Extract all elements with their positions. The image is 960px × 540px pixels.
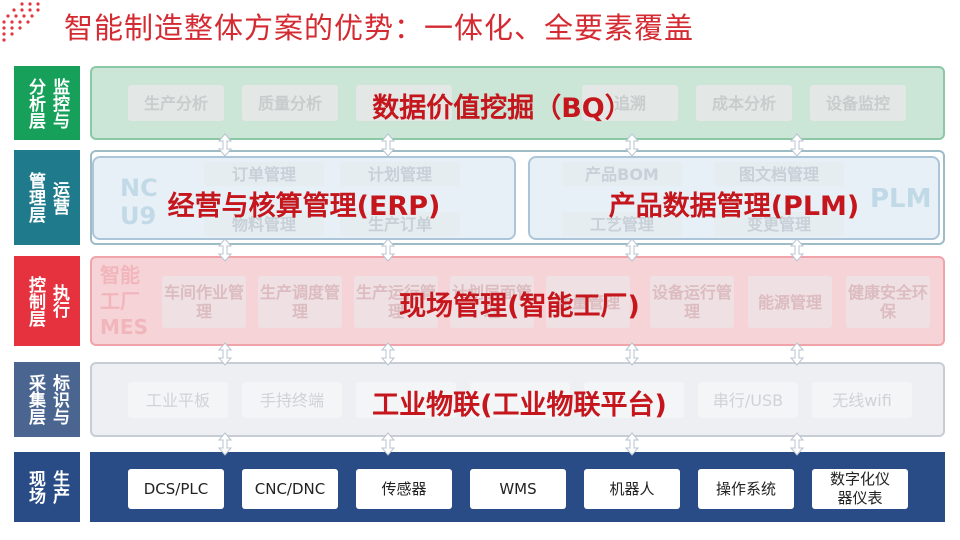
layer-label-field: 现场 生产 bbox=[14, 452, 80, 522]
erp-chip-3: 物料管理 bbox=[204, 212, 324, 236]
layer-label-management-col1: 管理层 bbox=[25, 172, 45, 223]
field-device-1: DCS/PLC bbox=[128, 469, 224, 509]
label-char: 执行 bbox=[49, 284, 69, 318]
page-title: 智能制造整体方案的优势：一体化、全要素覆盖 bbox=[64, 11, 695, 45]
erp-overlay-title: 经营与核算管理(ERP) bbox=[167, 191, 441, 222]
layer-label-control: 控制层 执行 bbox=[14, 256, 80, 346]
plm-chip-1: 产品BOM bbox=[562, 162, 682, 186]
erp-chip-2: 计划管理 bbox=[340, 162, 460, 186]
label-char: 现场 bbox=[25, 470, 45, 504]
control-chip-4: 计划层面管理 bbox=[450, 276, 534, 328]
plm-chip-2: 图文档管理 bbox=[714, 162, 844, 186]
collection-chip-1: 工业平板 bbox=[128, 382, 228, 418]
erp-box: NC U9 订单管理 计划管理 物料管理 生产订单 经营与核算管理(ERP) bbox=[92, 156, 516, 240]
collection-chip-7: 无线wifi bbox=[812, 382, 912, 418]
field-device-4: WMS bbox=[470, 469, 566, 509]
collection-chip-5 bbox=[584, 382, 684, 418]
collection-band: 工业平板 手持终端 串行/USB 无线wifi 工业物联(工业物联平台) bbox=[90, 362, 945, 437]
plm-bg-text: PLM bbox=[870, 184, 932, 214]
analysis-chip-1: 生产分析 bbox=[128, 85, 224, 121]
control-chip-8: 健康安全环保 bbox=[846, 276, 930, 328]
analysis-chip-6: 设备监控 bbox=[810, 85, 906, 121]
analysis-chip-2: 质量分析 bbox=[242, 85, 338, 121]
control-chip-3: 生产运行管理 bbox=[354, 276, 438, 328]
erp-chip-4: 生产订单 bbox=[340, 212, 460, 236]
collection-chip-3 bbox=[356, 382, 456, 418]
collection-overlay-title: 工业物联(工业物联平台) bbox=[372, 390, 667, 421]
control-bg-text: 智能工厂 MES bbox=[100, 263, 148, 339]
field-device-3: 传感器 bbox=[356, 469, 452, 509]
label-char: 运营 bbox=[49, 180, 69, 215]
label-char: 生产 bbox=[49, 470, 69, 504]
layer-label-collection: 采集层 标识与 bbox=[14, 362, 80, 437]
collection-chip-6: 串行/USB bbox=[698, 382, 798, 418]
layer-label-collection-col2: 标识与 bbox=[49, 374, 69, 425]
control-chip-7: 能源管理 bbox=[748, 276, 832, 328]
field-device-2: CNC/DNC bbox=[242, 469, 338, 509]
control-chip-2: 生产调度管理 bbox=[258, 276, 342, 328]
analysis-band: 生产分析 质量分析 追溯 成本分析 设备监控 数据价值挖掘（BQ） bbox=[90, 66, 945, 140]
collection-chip-2: 手持终端 bbox=[242, 382, 342, 418]
erp-bg-text: NC U9 bbox=[120, 174, 158, 230]
field-device-6: 操作系统 bbox=[698, 469, 794, 509]
layer-label-management-col2: 运营 bbox=[49, 181, 69, 215]
field-band: DCS/PLC CNC/DNC 传感器 WMS 机器人 操作系统 数字化仪器仪表 bbox=[90, 452, 945, 522]
label-char: 采集层 bbox=[25, 374, 45, 425]
plm-chip-3: 工艺管理 bbox=[562, 212, 682, 236]
plm-chip-4: 变更管理 bbox=[714, 212, 844, 236]
control-band: 智能工厂 MES 车间作业管理 生产调度管理 生产运行管理 计划层面管理 质量管… bbox=[90, 256, 945, 346]
layer-label-collection-col1: 采集层 bbox=[25, 374, 45, 425]
label-char: 管理层 bbox=[25, 172, 45, 223]
label-char: 分析层 bbox=[25, 77, 45, 129]
analysis-chip-3 bbox=[356, 85, 452, 121]
control-chip-1: 车间作业管理 bbox=[162, 276, 246, 328]
erp-chip-1: 订单管理 bbox=[204, 162, 324, 186]
field-device-5: 机器人 bbox=[584, 469, 680, 509]
control-chip-6: 设备运行管理 bbox=[650, 276, 734, 328]
plm-overlay-title: 产品数据管理(PLM) bbox=[608, 191, 860, 222]
layer-label-field-col2: 生产 bbox=[49, 470, 69, 504]
corner-dots-decoration bbox=[2, 2, 40, 42]
control-chip-5: 质量管理 bbox=[546, 276, 630, 328]
label-char: 控制层 bbox=[25, 275, 45, 327]
layer-label-management: 管理层 运营 bbox=[14, 150, 80, 245]
label-char: 监控与 bbox=[49, 77, 69, 129]
field-device-7: 数字化仪器仪表 bbox=[812, 469, 908, 509]
layer-label-control-col1: 控制层 bbox=[25, 276, 45, 327]
analysis-overlay-title: 数据价值挖掘（BQ） bbox=[372, 93, 632, 124]
label-char: 标识与 bbox=[49, 374, 69, 425]
layer-label-control-col2: 执行 bbox=[49, 284, 69, 318]
analysis-chip-5: 成本分析 bbox=[696, 85, 792, 121]
control-overlay-title: 现场管理(智能工厂) bbox=[399, 291, 640, 322]
management-band: NC U9 订单管理 计划管理 物料管理 生产订单 经营与核算管理(ERP) 产… bbox=[90, 150, 945, 245]
analysis-chip-4: 追溯 bbox=[582, 85, 678, 121]
layer-label-field-col1: 现场 bbox=[25, 470, 45, 504]
layer-label-analysis-col1: 分析层 bbox=[25, 78, 45, 129]
layer-label-analysis: 分析层 监控与 bbox=[14, 66, 80, 140]
layer-label-analysis-col2: 监控与 bbox=[49, 78, 69, 129]
plm-box: 产品BOM 图文档管理 工艺管理 变更管理 PLM 产品数据管理(PLM) bbox=[528, 156, 940, 240]
collection-chip-4 bbox=[470, 382, 570, 418]
